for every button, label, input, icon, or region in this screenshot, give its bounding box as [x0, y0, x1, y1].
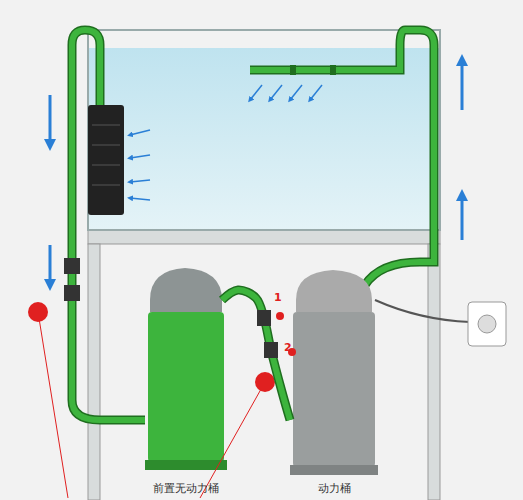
sponge-prefilter — [88, 105, 124, 215]
leader-line — [200, 382, 265, 498]
valve — [257, 310, 271, 326]
canister-node: 前置无动力桶 — [140, 266, 232, 496]
valve — [64, 285, 80, 301]
power-socket — [468, 302, 506, 346]
leader-line — [38, 312, 68, 498]
valve — [264, 342, 278, 358]
intake-hose — [72, 30, 145, 420]
water — [88, 48, 440, 230]
canister-label: 前置无动力桶 — [140, 481, 232, 496]
flow-arrow — [50, 60, 462, 285]
canister-label: 动力桶 — [286, 481, 382, 496]
stand-leg — [428, 244, 440, 500]
tank-glass — [88, 30, 440, 230]
red-dot — [28, 302, 48, 322]
red-dot — [255, 372, 275, 392]
callout-number: 1 — [274, 291, 282, 304]
stand-top — [88, 230, 440, 244]
callout-number: 2 — [284, 341, 292, 354]
red-dot — [276, 312, 284, 320]
valve — [64, 258, 80, 274]
connecting-hose-fill — [222, 290, 290, 420]
grey-canister — [290, 270, 378, 475]
output-hose — [250, 30, 434, 285]
intake-hose — [72, 30, 145, 420]
green-canister — [145, 268, 227, 470]
output-hose — [250, 30, 434, 285]
stand-leg — [88, 244, 100, 500]
canister-node: 动力桶 — [286, 266, 382, 496]
connecting-hose — [222, 290, 290, 420]
